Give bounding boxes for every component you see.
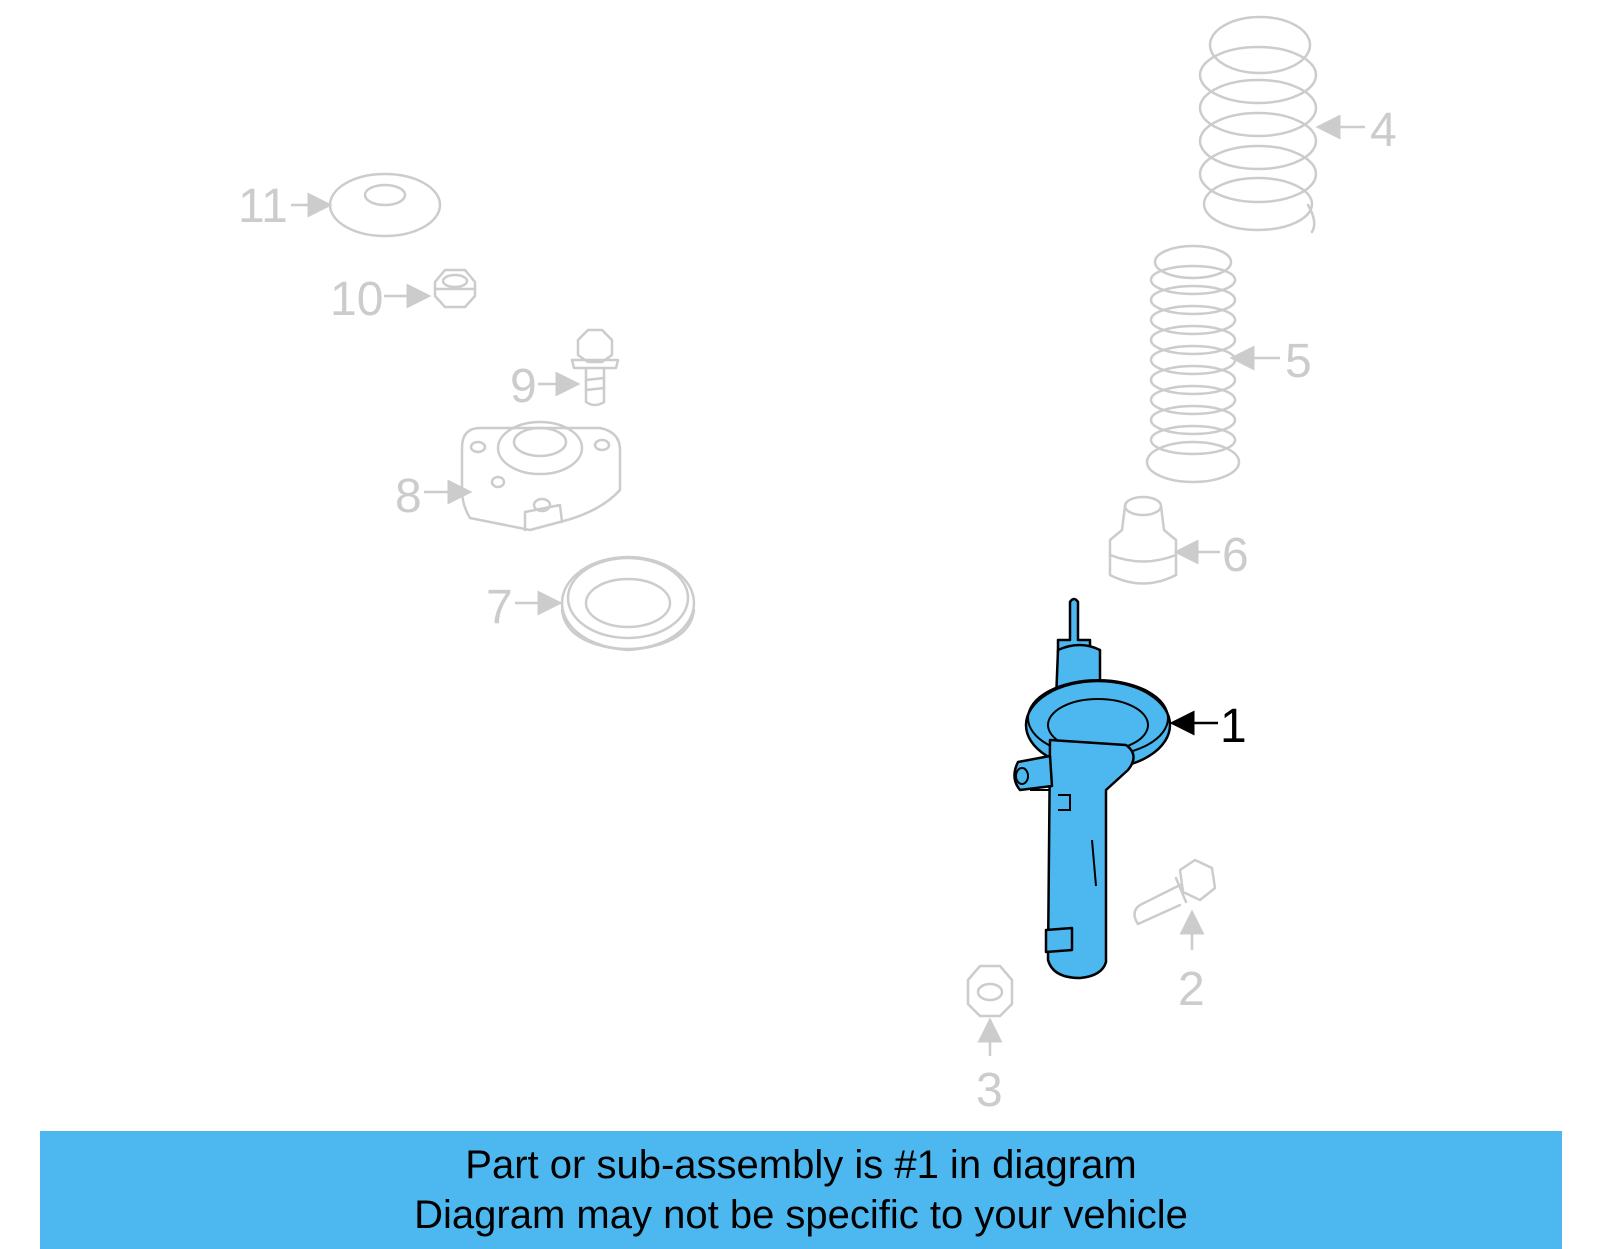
callout-7: 7 [486,581,513,634]
callout-8: 8 [395,470,422,523]
callout-9: 9 [510,360,537,413]
callout-10: 10 [330,273,383,326]
spring-seat-part [560,555,696,652]
nut-part [966,964,1014,1018]
mount-bolt-part [570,328,620,407]
mount-nut-part [433,268,477,309]
dust-boot-part [1145,244,1241,484]
coil-spring-part [1198,15,1318,234]
washer-part [328,172,442,238]
info-banner: Part or sub-assembly is #1 in diagram Di… [40,1131,1562,1249]
callout-2: 2 [1178,963,1205,1016]
bump-stop-part [1108,495,1178,585]
callout-4: 4 [1370,104,1397,157]
banner-line-1: Part or sub-assembly is #1 in diagram [465,1143,1137,1187]
upper-mount-part [460,420,622,532]
callout-11: 11 [238,180,288,233]
callout-5: 5 [1285,335,1312,388]
parts-diagram: 11 10 9 8 7 [238,15,1397,1117]
banner-line-2: Diagram may not be specific to your vehi… [414,1193,1188,1237]
callout-6: 6 [1222,529,1249,582]
bolt-part [1133,858,1217,926]
callout-1: 1 [1220,700,1247,753]
callout-3: 3 [976,1064,1003,1117]
strut-assembly-part [1013,597,1172,980]
